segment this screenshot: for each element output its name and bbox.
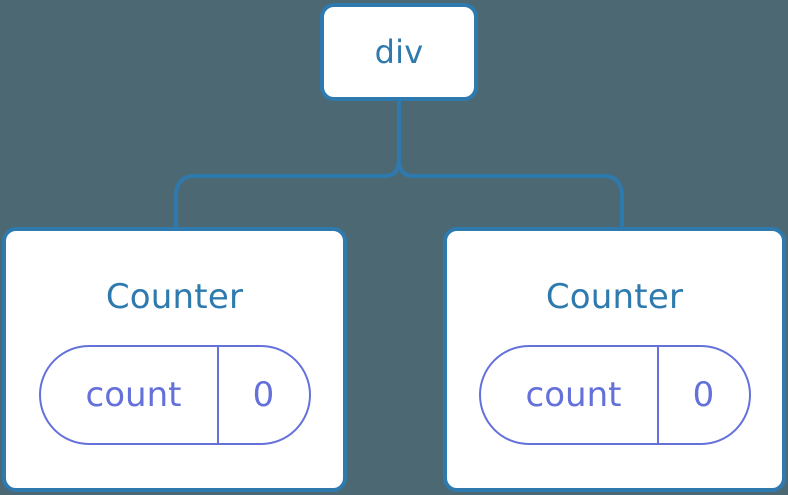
node-counter-left[interactable]: Counter count 0: [2, 227, 347, 492]
edge-root-to-right-counter: [397, 157, 624, 229]
node-div-label: div: [374, 33, 424, 71]
state-value-count-right: 0: [656, 347, 749, 443]
node-div[interactable]: div: [320, 3, 478, 101]
edge-root-to-left-counter: [174, 157, 401, 229]
node-counter-left-label: Counter: [105, 277, 244, 317]
state-key-count-left: count: [85, 375, 182, 415]
node-counter-right[interactable]: Counter count 0: [443, 227, 786, 492]
node-counter-right-label: Counter: [545, 277, 684, 317]
state-value-count-left: 0: [216, 347, 309, 443]
state-badge-counter-right: count 0: [478, 345, 751, 445]
state-key-count-right: count: [525, 375, 622, 415]
state-badge-counter-left: count 0: [38, 345, 311, 445]
